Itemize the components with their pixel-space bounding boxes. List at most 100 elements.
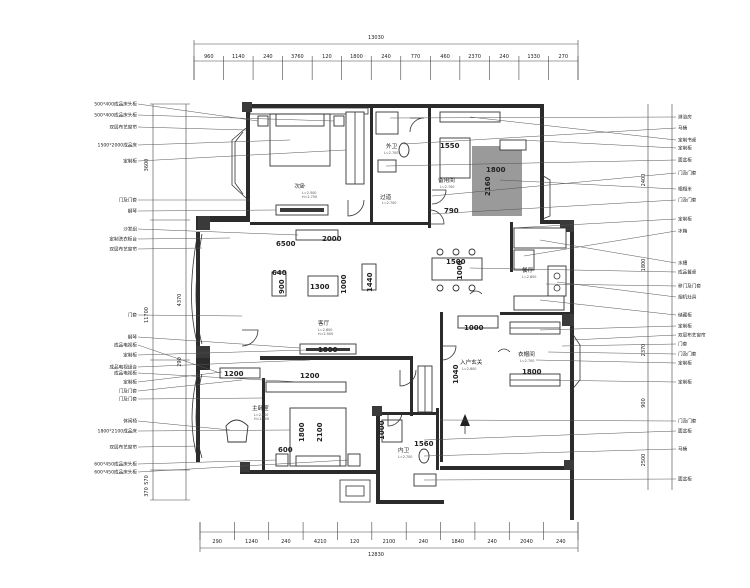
bottom-dim-10: 240 (556, 539, 566, 545)
top-dim-6: 240 (381, 54, 391, 60)
bottom-dim-1: 1240 (245, 539, 258, 545)
furniture-dimensions: 1550 1800 2160 790 6500 2000 1500 1000 6… (224, 142, 542, 454)
right-label-19: 定制柜 (678, 360, 692, 367)
right-dim-4: 900 (641, 398, 647, 408)
compass-icon (460, 414, 470, 434)
fdim-4: 6500 (276, 240, 296, 248)
bottom-dim-9: 2040 (520, 539, 533, 545)
bottom-total-dim: 12830 (368, 552, 384, 558)
right-label-1: 马桶 (678, 125, 688, 132)
room-second-bedroom: 次卧 (294, 182, 306, 190)
left-label-11: 钢琴 (128, 334, 138, 341)
bottom-dim-4: 120 (350, 539, 360, 545)
bottom-dim-2: 240 (281, 539, 291, 545)
fdim-11: 1000 (340, 274, 348, 294)
top-dim-7: 770 (411, 54, 421, 60)
sofa-side (271, 271, 287, 297)
fdim-20: 2100 (316, 422, 324, 442)
right-label-2: 定制书桌 (678, 137, 697, 144)
fdim-22: 1560 (414, 440, 434, 448)
right-label-0: 淋浴房 (678, 114, 692, 121)
left-dim-4: 570 (144, 475, 150, 485)
fdim-13: 1800 (318, 346, 338, 354)
left-label-2: 双层布艺窗帘 (109, 124, 137, 131)
bottom-dim-7: 1840 (451, 539, 464, 545)
fdim-6: 1500 (446, 258, 466, 266)
right-label-14: 储藏柜 (678, 312, 692, 319)
fdim-19: 1800 (298, 422, 306, 442)
fdim-12: 1440 (366, 272, 374, 292)
fridge (513, 249, 535, 271)
top-dim-12: 270 (558, 54, 568, 60)
room-guest-bath: 外卫 (386, 142, 398, 150)
fdim-17: 1800 (522, 368, 542, 376)
left-dim-1: 3600 (144, 159, 150, 172)
left-annotations: 500*400成品床头柜500*400成品床头柜双层布艺窗帘1500*2000成… (94, 101, 349, 476)
left-label-23: 600*450成品床头柜 (94, 469, 137, 476)
dining-table (431, 257, 483, 281)
right-dim-1: 2400 (641, 174, 647, 187)
left-label-6: 钢琴 (128, 208, 138, 215)
room-master-bath-sub: L=2.700 (398, 455, 412, 459)
left-label-13: 定制柜 (123, 352, 137, 359)
left-dim-5: 370 (144, 487, 150, 497)
fdim-5: 2000 (322, 235, 342, 243)
bay-windows (191, 127, 581, 503)
left-label-15: 成品电视柜 (114, 370, 137, 377)
right-label-16: 双层布艺窗帘 (678, 332, 706, 339)
right-label-22: 面盆柜 (678, 428, 692, 435)
top-total-dim: 13030 (368, 35, 384, 41)
master-tv-cabinet (265, 381, 347, 393)
left-label-1: 500*400成品床头柜 (94, 112, 137, 119)
top-dim-4: 120 (322, 54, 332, 60)
fdim-23: 1000 (378, 420, 386, 440)
nightstand-left (257, 115, 269, 127)
lounge-chair (225, 419, 249, 443)
left-label-19: 休闲椅 (123, 418, 137, 425)
bottom-dim-8: 240 (487, 539, 497, 545)
bottom-dim-5: 2100 (383, 539, 396, 545)
right-dim-3: 2370 (641, 344, 647, 357)
room-corridor: 过道 (380, 193, 392, 201)
room-dining-sub: L=2.800 (522, 275, 536, 279)
right-label-21: 门及门套 (678, 418, 697, 425)
top-dim-1: 1140 (232, 54, 245, 60)
room-spare-sub: L=2.700 (440, 185, 454, 189)
left-label-4: 定制柜 (123, 158, 137, 165)
armchair (361, 263, 377, 291)
left-label-16: 定制柜 (123, 379, 137, 386)
right-label-5: 门及门套 (678, 170, 697, 177)
fdim-0: 1550 (440, 142, 460, 150)
right-label-17: 门套 (678, 341, 688, 348)
nightstand-master-right (347, 453, 361, 467)
room-corridor-sub: L=2.700 (382, 201, 396, 205)
room-master-bath: 内卫 (398, 446, 410, 454)
furniture (219, 107, 567, 487)
right-dimension-chain: 2400 1800 2370 900 2500 (641, 104, 673, 490)
left-label-8: 定制洗衣柜台 (109, 236, 137, 243)
fdim-8: 640 (272, 269, 287, 277)
room-living: 客厅 (318, 319, 330, 327)
left-dim-2: 4370 (177, 294, 183, 307)
right-label-4: 面盆柜 (678, 157, 692, 164)
room-entry: 入户玄关 (460, 358, 483, 366)
room-entry-sub: L=2.800 (462, 367, 476, 371)
fdim-16: 1040 (452, 364, 460, 384)
sofa-main (307, 275, 339, 297)
right-label-23: 马桶 (678, 446, 688, 453)
bottom-dim-0: 290 (212, 539, 222, 545)
left-label-9: 双层布艺窗帘 (109, 246, 137, 253)
toilet-guest-bath (398, 142, 410, 158)
top-dim-8: 460 (440, 54, 450, 60)
right-label-24: 面盆柜 (678, 476, 692, 483)
fdim-1: 1800 (486, 166, 506, 174)
right-dim-5: 2500 (641, 454, 647, 467)
room-walkin-closet: 衣帽间 (518, 350, 535, 358)
top-dim-9: 2370 (468, 54, 481, 60)
top-dim-3: 3760 (291, 54, 304, 60)
